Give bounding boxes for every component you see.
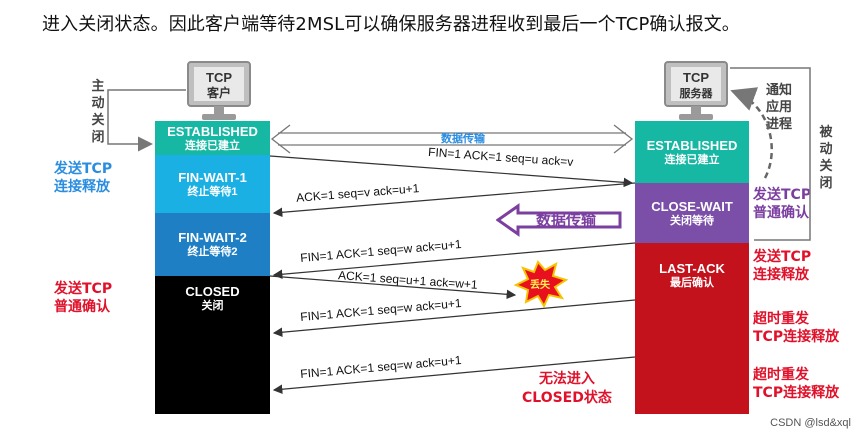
server-state-established: ESTABLISHED 连接已建立 bbox=[635, 121, 749, 183]
state-name: CLOSE-WAIT bbox=[651, 198, 733, 214]
state-desc: 终止等待1 bbox=[187, 185, 238, 198]
active-close-label: 主 动 关 闭 bbox=[90, 78, 106, 146]
msg-ack2: ACK=1 seq=u+1 ack=w+1 bbox=[337, 268, 479, 292]
msg-fin4: FIN=1 ACK=1 seq=w ack=u+1 bbox=[299, 352, 463, 382]
state-name: LAST-ACK bbox=[659, 261, 725, 276]
note-line: 普通确认 bbox=[753, 205, 809, 221]
server-note-send-fin: 发送TCP 连接释放 bbox=[753, 248, 811, 284]
client-state-fin-wait-2: FIN-WAIT-2 终止等待2 bbox=[155, 213, 270, 276]
msg-fin3: FIN=1 ACK=1 seq=w ack=u+1 bbox=[299, 295, 463, 325]
client-label-bottom: 客户 bbox=[206, 85, 231, 100]
data-transfer-label-top: 数据传输 bbox=[441, 132, 485, 145]
client-state-closed: CLOSED 关闭 bbox=[155, 276, 270, 414]
passive-close-char: 闭 bbox=[819, 176, 833, 191]
client-note-send-ack: 发送TCP 普通确认 bbox=[54, 280, 112, 316]
active-close-char: 闭 bbox=[91, 130, 105, 145]
note-line: 发送TCP bbox=[753, 187, 812, 203]
state-name: FIN-WAIT-1 bbox=[178, 169, 247, 185]
notify-line: 应用 bbox=[765, 100, 792, 115]
state-name: ESTABLISHED bbox=[646, 137, 738, 153]
note-line: 发送TCP bbox=[753, 249, 812, 265]
state-desc: 终止等待2 bbox=[187, 246, 238, 258]
msg-fin2: FIN=1 ACK=1 seq=w ack=u+1 bbox=[299, 236, 463, 266]
active-close-char: 动 bbox=[91, 96, 105, 111]
server-label-bottom: 服务器 bbox=[680, 86, 714, 100]
state-name: ESTABLISHED bbox=[167, 123, 258, 139]
state-desc: 关闭 bbox=[201, 300, 224, 312]
state-desc: 最后确认 bbox=[670, 277, 714, 289]
note-line: 连接释放 bbox=[54, 179, 110, 195]
client-note-send-fin: 发送TCP 连接释放 bbox=[54, 160, 112, 196]
server-note-retransmit-2: 超时重发 TCP连接释放 bbox=[753, 366, 839, 402]
client-label-top: TCP bbox=[206, 70, 232, 85]
note-line: 超时重发 bbox=[753, 367, 809, 383]
passive-close-char: 关 bbox=[819, 159, 833, 174]
note-line: TCP连接释放 bbox=[753, 385, 840, 401]
cannot-enter-line: CLOSED状态 bbox=[522, 390, 612, 406]
server-note-retransmit-1: 超时重发 TCP连接释放 bbox=[753, 310, 839, 346]
note-line: 普通确认 bbox=[54, 299, 110, 315]
caption-text: 进入关闭状态。因此客户端等待2MSL可以确保服务器进程收到最后一个TCP确认报文… bbox=[42, 14, 740, 35]
lost-label: 丢失 bbox=[530, 280, 550, 291]
notify-line: 进程 bbox=[765, 117, 792, 132]
note-line: 超时重发 bbox=[753, 311, 809, 327]
server-note-send-ack: 发送TCP 普通确认 bbox=[753, 186, 811, 222]
server-label-top: TCP bbox=[683, 70, 709, 85]
state-name: CLOSED bbox=[185, 284, 240, 299]
note-line: 发送TCP bbox=[54, 161, 113, 177]
active-close-char: 主 bbox=[91, 79, 105, 94]
server-state-close-wait: CLOSE-WAIT 关闭等待 bbox=[635, 183, 749, 243]
passive-close-label: 被 动 关 闭 bbox=[818, 124, 834, 192]
notify-app-label: 通知 应用 进程 bbox=[762, 82, 796, 133]
passive-close-char: 被 bbox=[819, 125, 833, 140]
cannot-enter-line: 无法进入 bbox=[538, 371, 595, 387]
note-line: TCP连接释放 bbox=[753, 329, 840, 345]
active-close-char: 关 bbox=[91, 113, 105, 128]
client-state-established: ESTABLISHED 连接已建立 bbox=[155, 121, 270, 155]
data-transfer-badge bbox=[495, 203, 624, 241]
cannot-enter-closed-label: 无法进入 CLOSED状态 bbox=[522, 370, 612, 408]
client-computer-icon: TCP 客户 bbox=[186, 60, 252, 126]
data-transfer-label-mid: 数据传输 bbox=[536, 211, 597, 229]
server-computer-icon: TCP 服务器 bbox=[663, 60, 729, 126]
state-desc: 关闭等待 bbox=[670, 214, 714, 227]
msg-ack1: ACK=1 seq=v ack=u+1 bbox=[295, 181, 420, 205]
state-desc: 连接已建立 bbox=[185, 139, 240, 152]
client-state-fin-wait-1: FIN-WAIT-1 终止等待1 bbox=[155, 155, 270, 213]
notify-line: 通知 bbox=[765, 83, 792, 98]
passive-close-char: 动 bbox=[819, 142, 833, 157]
state-name: FIN-WAIT-2 bbox=[178, 230, 247, 245]
watermark: CSDN @lsd&xql bbox=[770, 417, 851, 429]
server-state-last-ack: LAST-ACK 最后确认 bbox=[635, 243, 749, 414]
note-line: 连接释放 bbox=[753, 267, 809, 283]
state-desc: 连接已建立 bbox=[664, 153, 720, 166]
note-line: 发送TCP bbox=[54, 281, 113, 297]
msg-fin1: FIN=1 ACK=1 seq=u ack=v bbox=[427, 144, 574, 170]
